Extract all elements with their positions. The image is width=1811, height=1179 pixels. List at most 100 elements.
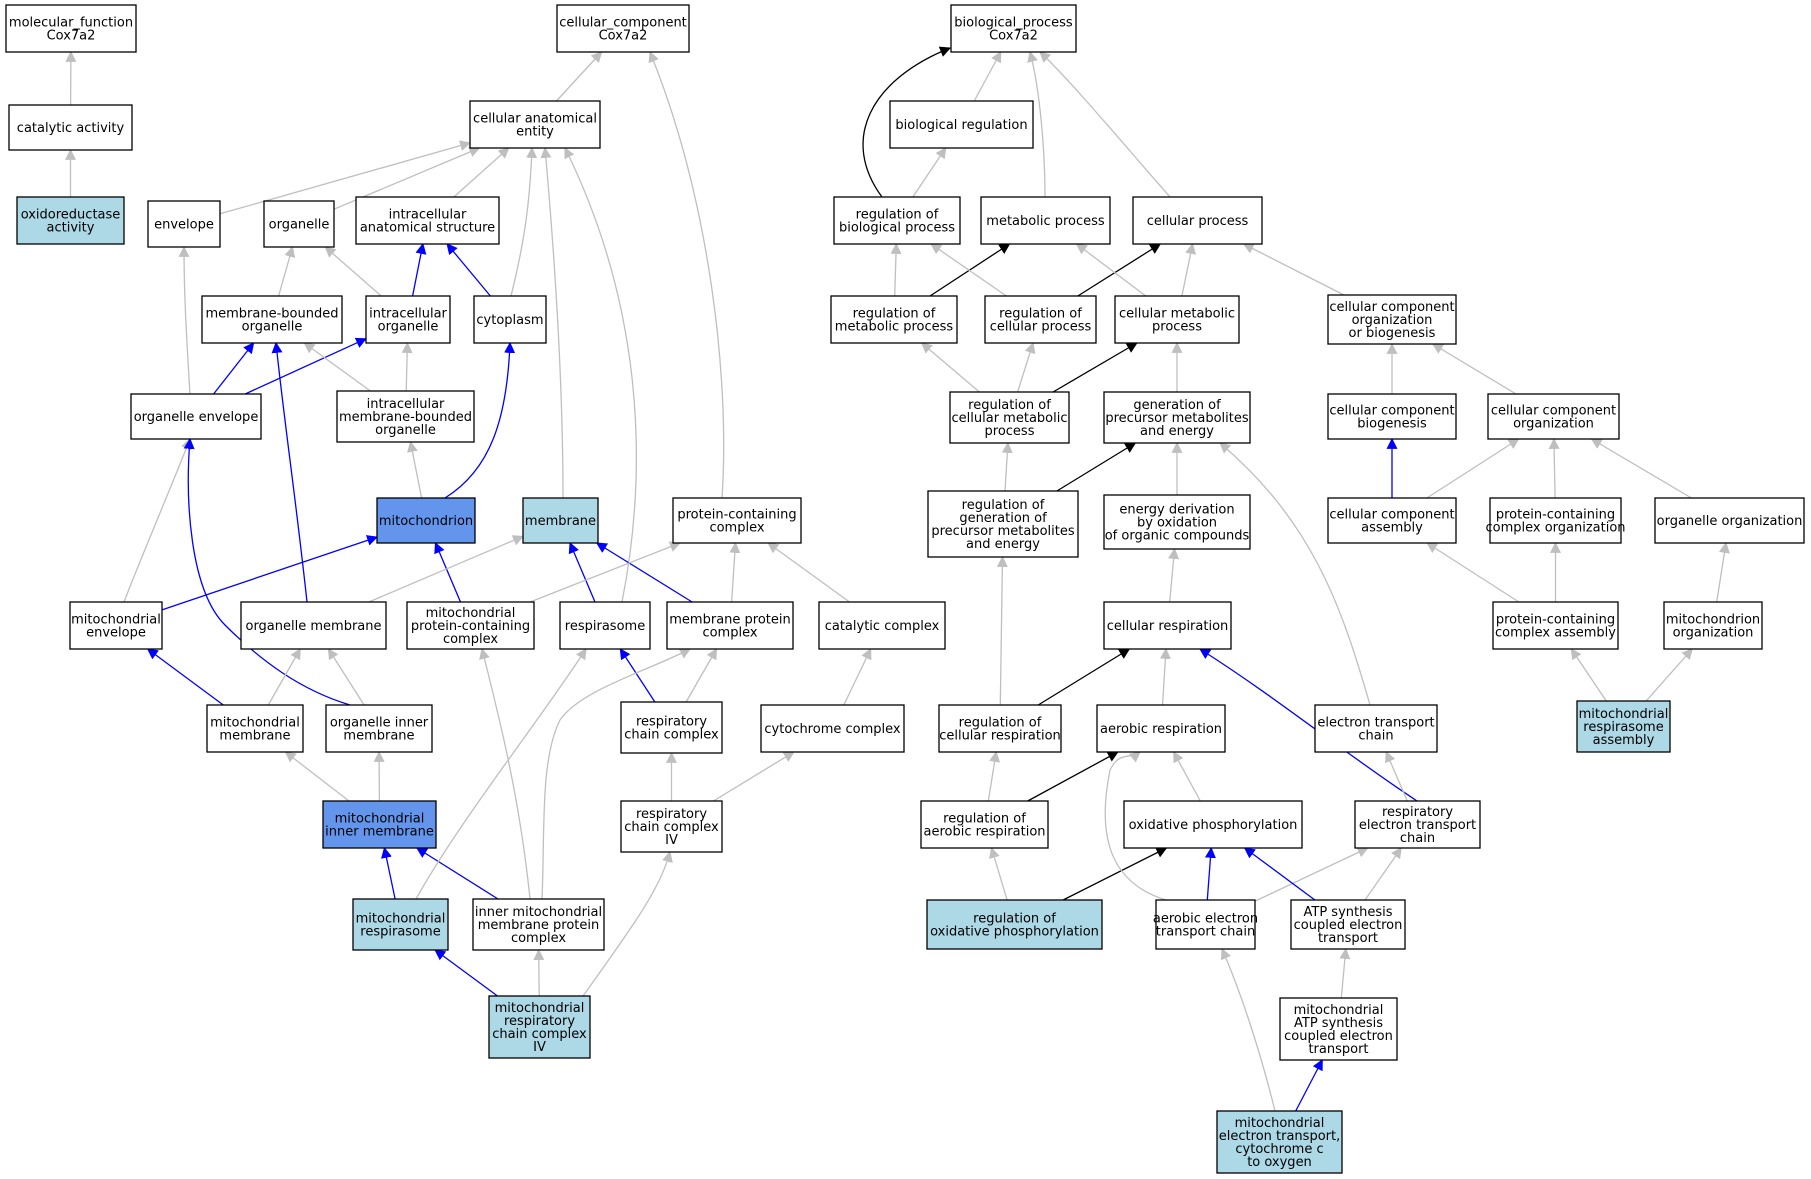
edge-cytc-to-catc — [843, 648, 872, 706]
go-term-node[interactable]: membrane — [522, 497, 599, 544]
node-box — [1114, 295, 1240, 344]
go-term-node[interactable]: cellular respiration — [1103, 601, 1232, 650]
node-box — [760, 704, 905, 753]
node-box — [69, 601, 163, 650]
go-term-node[interactable]: catalytic activity — [8, 104, 133, 151]
node-label-line: electron transport — [1317, 716, 1434, 731]
go-term-node[interactable]: aerobic respiration — [1096, 704, 1226, 753]
node-label-line: organelle — [242, 320, 303, 335]
node-box — [830, 295, 958, 344]
go-term-node[interactable]: oxidative phosphorylation — [1123, 800, 1303, 849]
edge-line — [1426, 438, 1520, 499]
node-label-line: electron transport — [1359, 818, 1476, 833]
node-box — [949, 391, 1070, 444]
node-label-line: oxidative phosphorylation — [930, 925, 1099, 940]
go-term-node[interactable]: envelope — [147, 200, 221, 248]
edge-io-to-ias — [411, 242, 427, 297]
edge-io-to-org — [324, 246, 382, 297]
go-term-node[interactable]: organelle — [263, 200, 335, 248]
go-term-node[interactable]: cellular process — [1132, 196, 1263, 245]
edge-rbp-to-bp — [862, 46, 952, 198]
edge-line — [1219, 442, 1371, 706]
edge-imbo-to-mbo — [303, 342, 371, 392]
go-term-node[interactable]: organelle envelope — [130, 393, 262, 440]
go-term-node[interactable]: metabolic process — [980, 196, 1111, 245]
edge-line — [277, 245, 296, 297]
go-term-node[interactable]: respirasome — [559, 601, 651, 650]
node-label-line: respiratory — [636, 715, 707, 730]
go-term-node[interactable]: cytochrome complex — [760, 704, 905, 753]
node-box — [926, 899, 1103, 950]
go-term-node[interactable]: organelle membrane — [240, 601, 387, 650]
edge-rcr-to-cr — [1037, 648, 1131, 706]
node-label-line: membrane protein — [478, 918, 599, 933]
node-box — [1663, 601, 1763, 650]
node-label-line: chain complex — [624, 820, 719, 835]
go-term-node[interactable]: biological regulation — [889, 100, 1034, 149]
edge-line — [123, 437, 192, 603]
edge-catc-to-pcc — [767, 542, 850, 603]
node-label-line: cellular process — [1147, 214, 1249, 229]
go-term-node[interactable]: catalytic complex — [818, 601, 946, 650]
node-box — [201, 295, 343, 344]
node-label-line: membrane — [219, 729, 290, 744]
node-box — [1216, 1110, 1343, 1174]
node-label-line: envelope — [154, 218, 214, 233]
node-box — [818, 601, 946, 650]
go-term-node[interactable]: cytoplasm — [473, 295, 547, 344]
go-term-node[interactable]: organelle organization — [1654, 497, 1805, 544]
edge-mm-to-om — [267, 648, 301, 706]
node-label-line: ATP synthesis — [1294, 1016, 1383, 1031]
go-term-node[interactable]: mitochondrion — [376, 497, 476, 544]
